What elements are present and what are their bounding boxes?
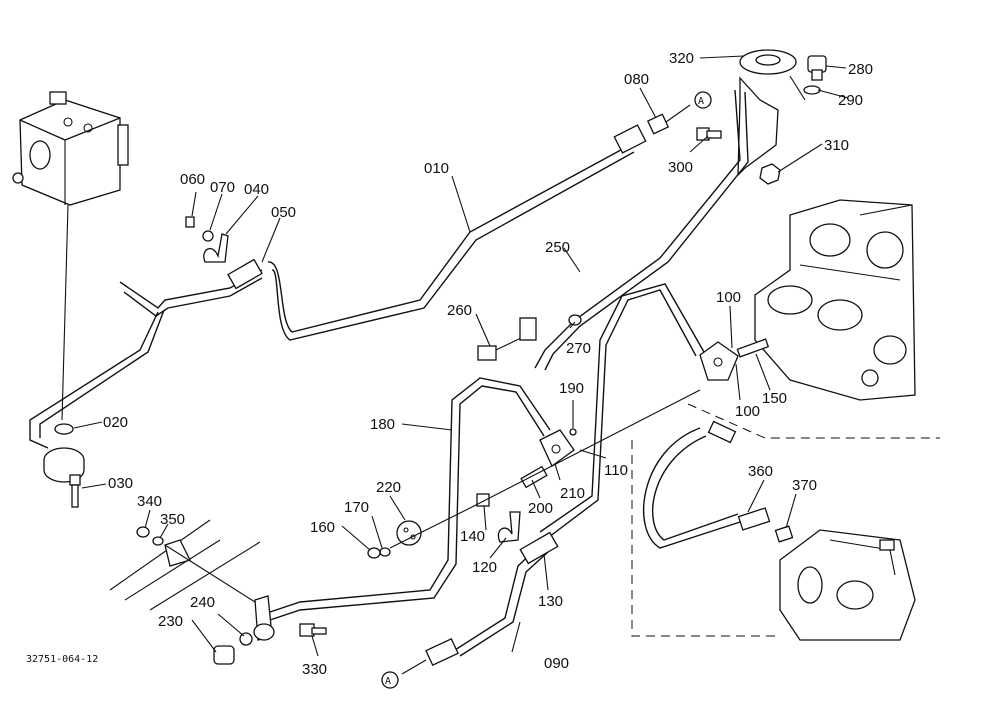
marker-a-top (694, 91, 712, 109)
callout-170: 170 (344, 499, 369, 516)
clamp-120 (476, 493, 521, 543)
callout-150: 150 (762, 390, 787, 407)
callout-100-top: 100 (716, 289, 741, 306)
pipe-suction-inner (39, 309, 165, 438)
leader-290-link (789, 75, 806, 101)
callout-270: 270 (566, 340, 591, 357)
leaders (73, 55, 849, 657)
pipe-180 (269, 377, 551, 621)
callout-110: 110 (604, 462, 628, 479)
pump-leader (61, 204, 69, 421)
callout-290: 290 (838, 92, 863, 109)
marker-a-bottom (381, 671, 399, 689)
lower-housing (779, 529, 916, 641)
callout-070: 070 (210, 179, 235, 196)
nut-340 (136, 526, 150, 538)
bolt-260 (477, 317, 537, 361)
callout-130: 130 (538, 593, 563, 610)
guide-line (389, 389, 701, 549)
callout-310: 310 (824, 137, 849, 154)
gear-case (754, 199, 916, 401)
callout-010: 010 (424, 160, 449, 177)
callout-050: 050 (271, 204, 296, 221)
hydraulic-pump (12, 91, 129, 206)
bolt-030 (69, 474, 81, 508)
callout-120: 120 (472, 559, 497, 576)
bolt-300 (696, 127, 722, 141)
callout-100-bottom: 100 (735, 403, 760, 420)
nut-310 (759, 163, 781, 185)
callout-080: 080 (624, 71, 649, 88)
fitting-210 (539, 429, 575, 467)
callout-180: 180 (370, 416, 395, 433)
guide-line-lower (164, 544, 256, 603)
washer-290 (803, 85, 821, 95)
plug-280 (807, 55, 827, 81)
fitting-370 (774, 525, 794, 543)
callout-140: 140 (460, 528, 485, 545)
washer-350 (152, 536, 164, 546)
callout-360: 360 (748, 463, 773, 480)
callout-240: 240 (190, 594, 215, 611)
inset-border-top (687, 403, 940, 439)
arrow-090 (401, 659, 427, 675)
arrow-080 (665, 104, 691, 123)
nut-160-170 (367, 547, 391, 559)
callout-300: 300 (668, 159, 693, 176)
washer-270 (568, 314, 582, 326)
callout-340: 340 (137, 493, 162, 510)
marker-a-bottom-label: A (385, 676, 391, 687)
callout-040: 040 (244, 181, 269, 198)
callout-370: 370 (792, 477, 817, 494)
callout-090: 090 (544, 655, 569, 672)
pipe-suction (29, 311, 159, 449)
block-150 (699, 338, 770, 381)
washer-240 (239, 632, 253, 646)
clamp-040 (185, 216, 229, 263)
callout-230: 230 (158, 613, 183, 630)
callout-220: 220 (376, 479, 401, 496)
callout-030: 030 (108, 475, 133, 492)
callout-350: 350 (160, 511, 185, 528)
adapter-020 (43, 423, 85, 483)
pipe-090 (425, 531, 559, 667)
callout-020: 020 (103, 414, 128, 431)
pipe-110-inner (539, 283, 705, 533)
callout-160: 160 (310, 519, 335, 536)
fitting-080 (646, 113, 670, 135)
callout-200: 200 (528, 500, 553, 517)
washer-220 (396, 520, 422, 546)
bracket-valve (534, 49, 797, 371)
plug-230 (213, 645, 235, 665)
figure-number: 32751-064-12 (26, 654, 98, 665)
hose-360 (642, 420, 771, 549)
oring-190 (569, 428, 577, 436)
bracket-lower (109, 519, 275, 641)
callout-320: 320 (669, 50, 694, 67)
callout-260: 260 (447, 302, 472, 319)
callout-060: 060 (180, 171, 205, 188)
callout-330: 330 (302, 661, 327, 678)
callout-210: 210 (560, 485, 585, 502)
callout-250: 250 (545, 239, 570, 256)
marker-a-top-label: A (698, 96, 704, 107)
inset-border-bottom (631, 440, 780, 637)
callout-280: 280 (848, 61, 873, 78)
pipe-110 (544, 289, 697, 541)
pipe-010 (119, 124, 647, 341)
callout-190: 190 (559, 380, 584, 397)
